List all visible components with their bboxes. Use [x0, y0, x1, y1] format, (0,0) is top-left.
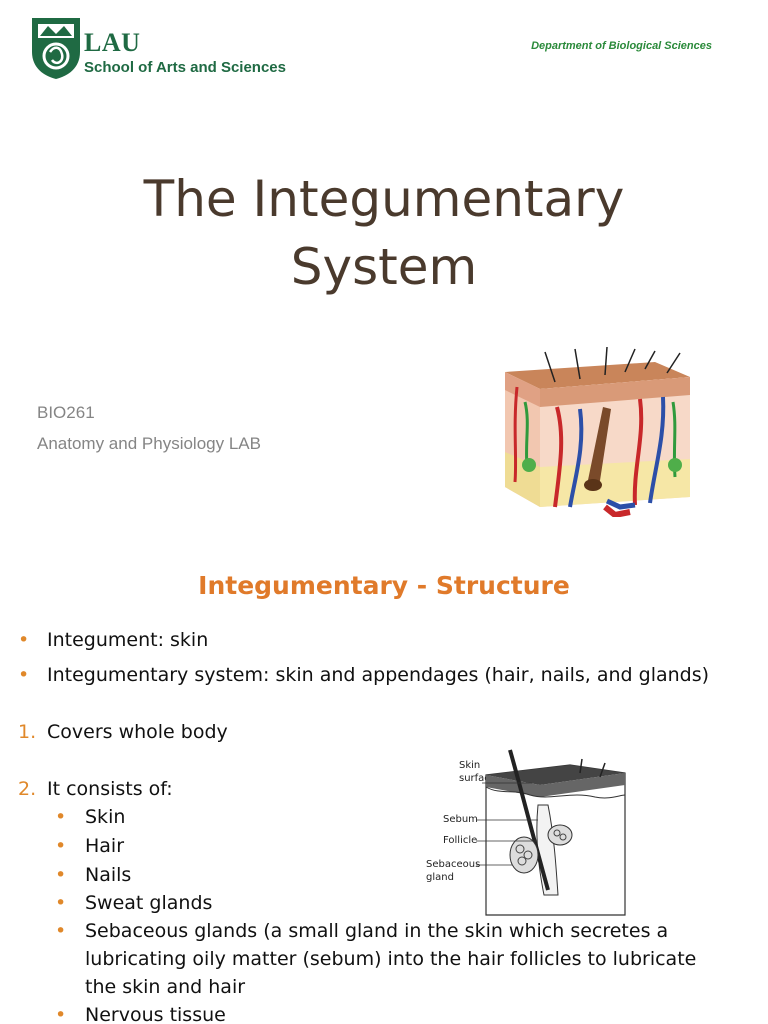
bullet-dot-icon: •: [18, 664, 30, 686]
bullet-dot-icon: •: [18, 629, 30, 651]
label-sebum: Sebum: [443, 814, 478, 825]
label-skin: Skin: [459, 760, 481, 771]
hair-follicle-drawing: [476, 749, 626, 916]
department-label: Department of Biological Sciences: [531, 40, 712, 52]
title-line-2: System: [290, 238, 478, 296]
lau-logo: LAU School of Arts and Sciences: [30, 16, 290, 86]
structure-title: Integumentary - Structure: [198, 571, 570, 600]
sub-bullet-continuation: lubricating oily matter (sebum) into the…: [85, 948, 697, 970]
bullet-dot-icon: •: [55, 920, 67, 942]
bullet-dot-icon: •: [55, 892, 67, 914]
course-code: BIO261: [37, 403, 95, 422]
logo-school-text: School of Arts and Sciences: [84, 59, 286, 76]
course-name: Anatomy and Physiology LAB: [37, 434, 261, 453]
label-sebaceous: Sebaceous: [426, 859, 481, 870]
structure-slide: Integumentary - Structure • Integument: …: [0, 545, 768, 1024]
title-slide: LAU School of Arts and Sciences Departme…: [0, 16, 768, 517]
logo-lau-text: LAU: [84, 28, 141, 57]
label-follicle: Follicle: [443, 835, 478, 846]
sub-bullet-continuation: the skin and hair: [85, 976, 246, 998]
bullet-dot-icon: •: [55, 1004, 67, 1024]
bullet-dot-icon: •: [55, 806, 67, 828]
bullet-dot-icon: •: [55, 864, 67, 886]
slide-title: The Integumentary System: [0, 165, 768, 301]
bullet-dot-icon: •: [55, 835, 67, 857]
lau-shield-icon: [32, 18, 80, 79]
title-line-1: The Integumentary: [143, 170, 625, 228]
label-gland: gland: [426, 872, 454, 883]
skin-cross-section-illustration: [505, 347, 690, 517]
label-surface: surface: [459, 773, 496, 784]
